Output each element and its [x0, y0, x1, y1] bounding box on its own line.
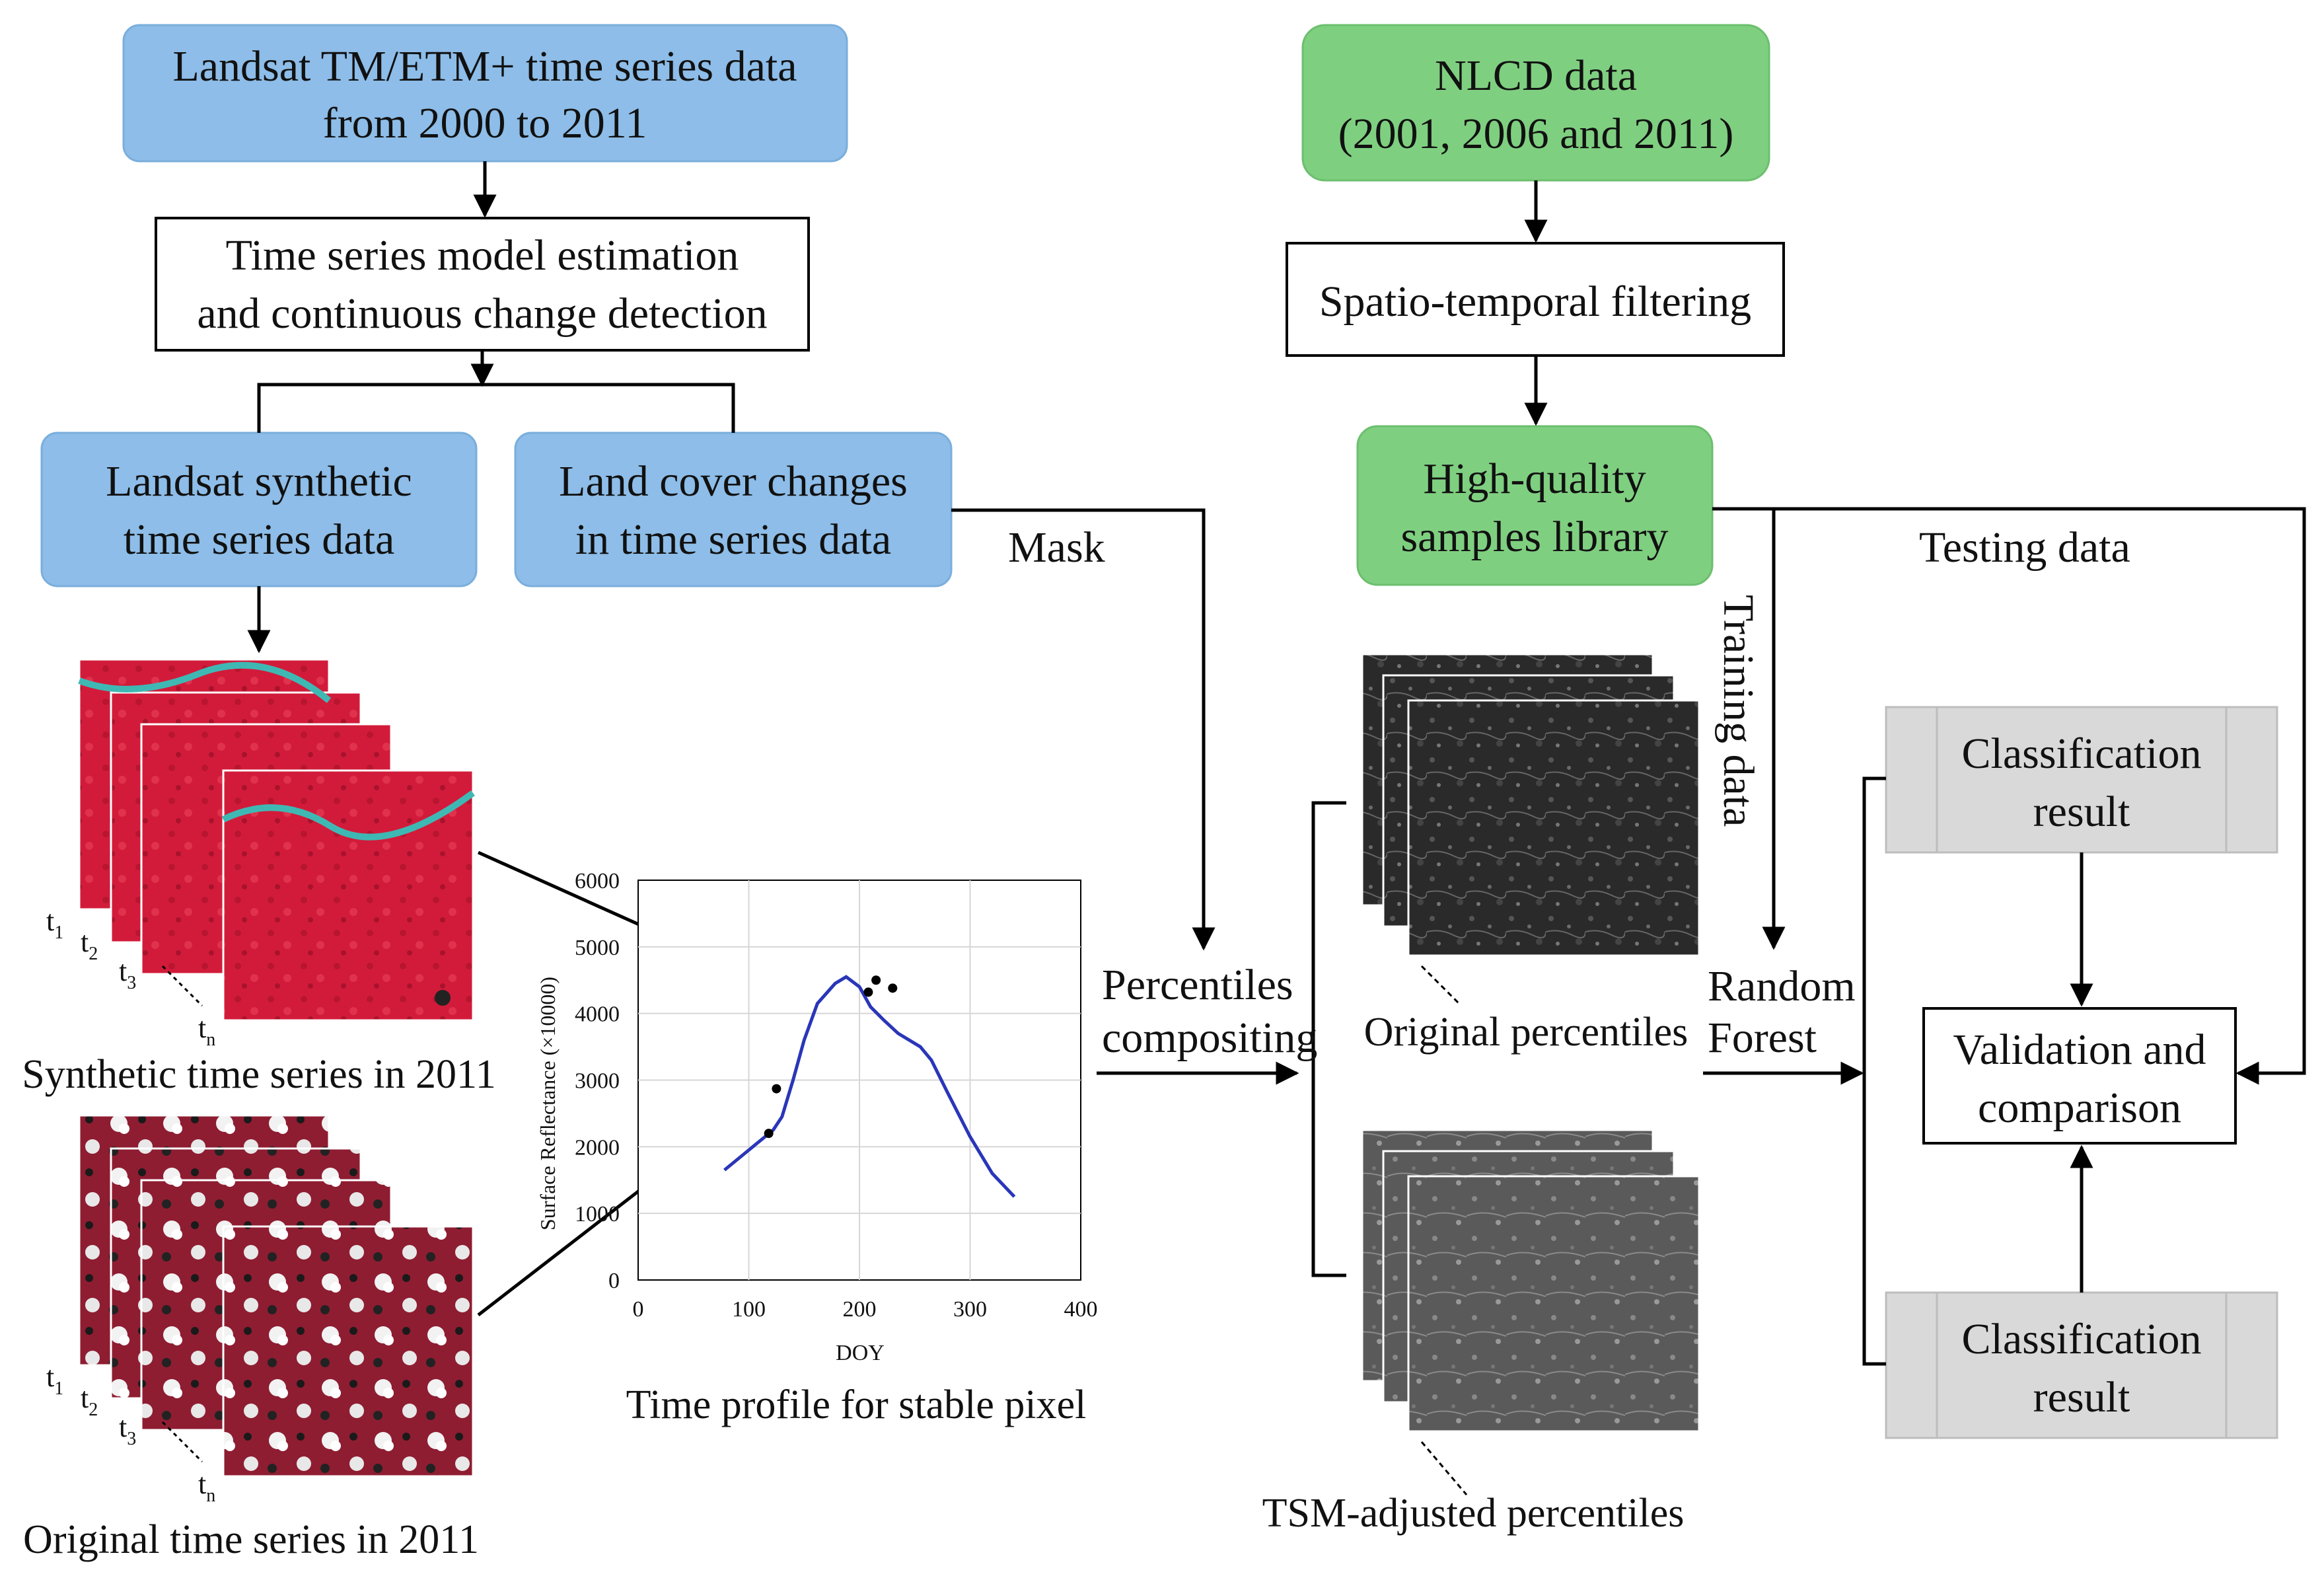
synthetic-image-stack — [78, 658, 475, 1022]
tsm-label-2: and continuous change detection — [197, 289, 767, 338]
synthetic-label-1: Landsat synthetic — [106, 457, 412, 506]
chart-data-point — [764, 1129, 774, 1139]
tsm-percentiles-stack — [1361, 1129, 1700, 1433]
original-image-stack — [78, 1114, 474, 1478]
chart-x-tick-label: 400 — [1064, 1297, 1098, 1322]
chart-y-axis-label: Surface Reflectance (×10000) — [536, 977, 560, 1230]
class-top-label-2: result — [2033, 788, 2130, 836]
chart-data-point — [871, 975, 881, 985]
chart-y-tick-label: 5000 — [575, 936, 620, 960]
random-forest-label-2: Forest — [1708, 1014, 1817, 1062]
chart-data-point — [863, 987, 873, 997]
samples-label-2: samples library — [1400, 513, 1668, 561]
changes-label-2: in time series data — [575, 515, 891, 564]
chart-y-tick-label: 0 — [608, 1269, 620, 1293]
original-percentiles-stack — [1361, 653, 1700, 957]
validation-label-2: comparison — [1978, 1084, 2181, 1132]
synthetic-label-2: time series data — [124, 515, 395, 564]
samples-label-1: High-quality — [1423, 455, 1646, 503]
stack2-t1: t1 — [46, 1361, 63, 1399]
chart-x-tick-label: 0 — [633, 1297, 644, 1322]
chart-y-tick-label: 3000 — [575, 1069, 620, 1094]
original-caption: Original time series in 2011 — [23, 1517, 479, 1562]
nlcd-label-1: NLCD data — [1435, 52, 1637, 100]
chart-series-line — [723, 975, 1016, 1198]
filtering-box — [1286, 242, 1785, 357]
class-top-label-1: Classification — [1962, 730, 2202, 778]
stack2-t2: t2 — [81, 1382, 98, 1420]
stack-t2: t2 — [81, 926, 98, 964]
validation-box — [1922, 1007, 2237, 1145]
nlcd-label-2: (2001, 2006 and 2011) — [1338, 110, 1734, 158]
chart-y-tick-label: 4000 — [575, 1002, 620, 1027]
mask-label: Mask — [1008, 523, 1105, 572]
random-forest-label-1: Random — [1708, 962, 1856, 1010]
orig-percentiles-caption: Original percentiles — [1364, 1010, 1689, 1055]
profile-caption: Time profile for stable pixel — [626, 1382, 1087, 1427]
class-bottom-label-1: Classification — [1962, 1315, 2202, 1363]
chart-x-tick-label: 300 — [953, 1297, 987, 1322]
landsat-input-label-2: from 2000 to 2011 — [323, 99, 647, 147]
training-data-label: Training data — [1714, 595, 1762, 827]
validation-label-1: Validation and — [1953, 1026, 2206, 1074]
chart-data-point — [772, 1084, 781, 1094]
class-bottom-label-2: result — [2033, 1373, 2130, 1421]
chart-y-tick-label: 6000 — [575, 869, 620, 893]
percentiles-label-2: compositing — [1102, 1014, 1317, 1062]
chart-x-axis-label: DOY — [836, 1341, 885, 1365]
class-bottom-box — [1885, 1291, 2278, 1439]
connectors — [247, 161, 2306, 1366]
stack-t1: t1 — [46, 905, 63, 943]
chart-data-point — [888, 983, 898, 993]
stack2-tn: tn — [198, 1468, 215, 1506]
chart-x-tick-label: 100 — [732, 1297, 766, 1322]
synthetic-caption: Synthetic time series in 2011 — [22, 1052, 495, 1097]
tsm-label-1: Time series model estimation — [226, 231, 739, 280]
filtering-label: Spatio-temporal filtering — [1319, 278, 1751, 326]
stack-t3: t3 — [119, 955, 136, 993]
landsat-input-label-1: Landsat TM/ETM+ time series data — [172, 42, 797, 91]
chart-x-tick-label: 200 — [843, 1297, 877, 1322]
tsm-box — [155, 217, 810, 352]
class-top-box — [1885, 706, 2278, 854]
changes-label-1: Land cover changes — [559, 457, 908, 506]
chart-y-tick-label: 2000 — [575, 1135, 620, 1160]
samples-box — [1356, 425, 1714, 586]
stack2-t3: t3 — [119, 1411, 136, 1449]
tsm-percentiles-caption: TSM-adjusted percentiles — [1262, 1491, 1685, 1536]
stack-tn: tn — [198, 1012, 215, 1050]
percentiles-label-1: Percentiles — [1102, 961, 1293, 1009]
testing-data-label: Testing data — [1919, 523, 2130, 572]
chart-y-tick-label: 1000 — [575, 1202, 620, 1226]
